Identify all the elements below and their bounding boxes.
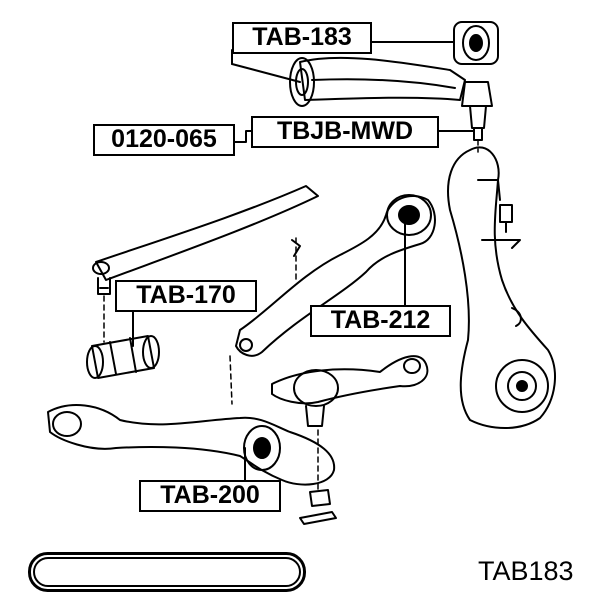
strut-bushing xyxy=(86,335,160,379)
small-hardware xyxy=(299,489,337,525)
ball-joint xyxy=(271,355,429,427)
callout-tab-183: TAB-183 xyxy=(232,22,372,54)
febest-logo xyxy=(28,552,306,592)
strut-rod xyxy=(92,185,319,295)
callout-tbjb-mwd: TBJB-MWD xyxy=(251,116,439,148)
callout-0120-065: 0120-065 xyxy=(93,124,235,156)
leader-lines xyxy=(132,41,475,481)
callout-tab-200: TAB-200 xyxy=(139,480,281,512)
upper-control-arm xyxy=(289,21,499,141)
steering-knuckle xyxy=(447,146,556,429)
callout-tab-212: TAB-212 xyxy=(310,305,451,337)
part-number: TAB183 xyxy=(478,556,574,586)
callout-tab-170: TAB-170 xyxy=(115,280,257,312)
assembly-dash-lines xyxy=(103,139,479,491)
lower-control-arm xyxy=(47,404,336,486)
